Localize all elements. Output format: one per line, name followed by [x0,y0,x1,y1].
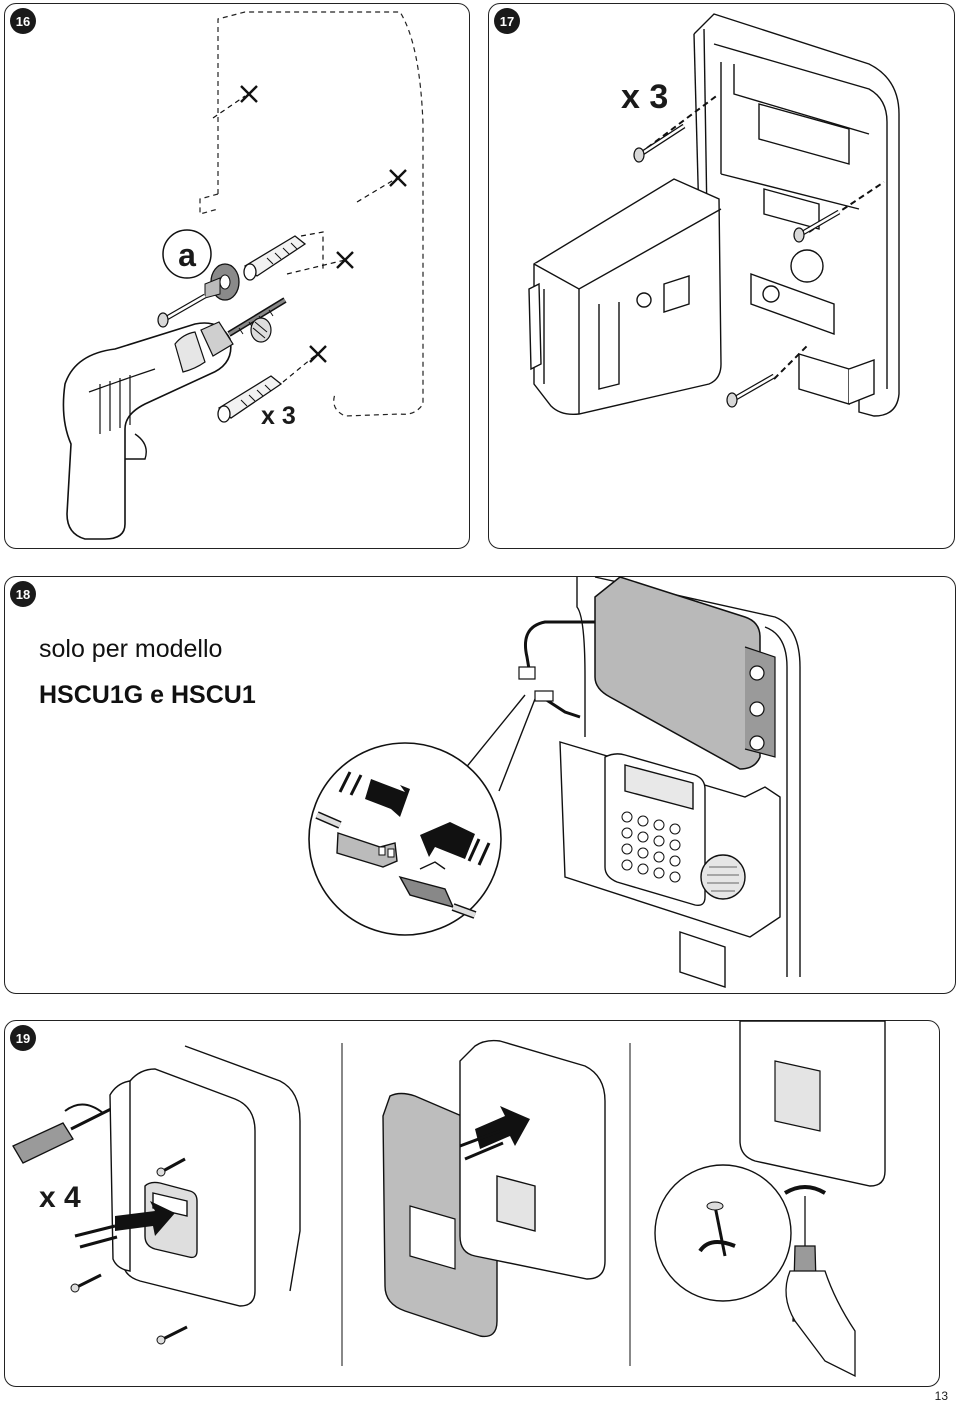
step-18-illustration [308,576,801,988]
step-16-quantity: x 3 [261,402,296,430]
step-16-badge: 16 [10,8,36,34]
keypad [621,811,681,883]
screw-icon [156,1325,188,1345]
detail-callout-circle [162,229,212,279]
push-arrow-icon [459,1106,530,1161]
screw-icon [156,1157,186,1177]
arrow-right-icon [338,771,410,817]
step-18-panel: 18 solo per modello HSCU1G e HSCU1 [4,576,956,994]
rotate-arrow-icon [698,1185,827,1253]
battery-pack [594,576,776,770]
hand-screwdriver-icon [785,1196,856,1378]
screw-icon [706,1201,727,1257]
zoom-leader-line [459,694,526,776]
base-housing [693,13,900,417]
wall-plug-lower [217,375,283,423]
drill-mark-right [389,169,407,187]
step-17-quantity: x 3 [621,78,668,116]
step-17-illustration: x 3 [528,13,900,417]
screw-icon [726,343,810,408]
screw-icon [793,181,885,243]
drill-mark-bottom [309,345,327,363]
battery-cable [524,620,595,719]
installed-unit [739,1020,886,1187]
step-19-illustration: x 4 [12,1020,886,1378]
screw-icon [70,1273,102,1293]
screw-icon [157,293,207,328]
connector-female [518,666,536,680]
connector-plug-detail [315,811,477,919]
drill-mark-top [240,85,258,103]
step-19-quantity: x 4 [39,1181,81,1214]
zoom-detail-circle [654,1164,792,1302]
control-unit [559,741,781,988]
step-16-illustration: a x 3 [62,11,424,540]
step-16-panel: 16 [4,3,470,549]
drill-icon [62,297,287,540]
push-arrow-icon [74,1201,175,1249]
wall-plug-upper [243,235,307,281]
connector-male [534,690,554,702]
step-17-panel: 17 x 3 [488,3,955,549]
screw-icon [633,93,720,163]
zoom-detail-circle [308,742,502,936]
step-19-panel: 19 x 4 [4,1020,940,1387]
cover-housing [459,1039,606,1280]
caption-model-names: HSCU1G e HSCU1 [39,681,256,709]
cover-housing [109,1045,301,1307]
caption-model-note: solo per modello [39,635,223,663]
enclosure-outline [576,576,801,977]
screwdriver-icon [12,1103,116,1164]
arrow-left-icon [420,822,491,866]
detail-callout-letter: a [178,237,196,273]
washer-icon [204,263,240,301]
page-number: 13 [934,1389,948,1403]
step-19-badge: 19 [10,1025,36,1051]
module-housing [528,178,722,416]
drill-mark-middle [336,251,354,269]
step-17-badge: 17 [494,8,520,34]
step-18-badge: 18 [10,581,36,607]
anchor-icon [250,317,272,343]
